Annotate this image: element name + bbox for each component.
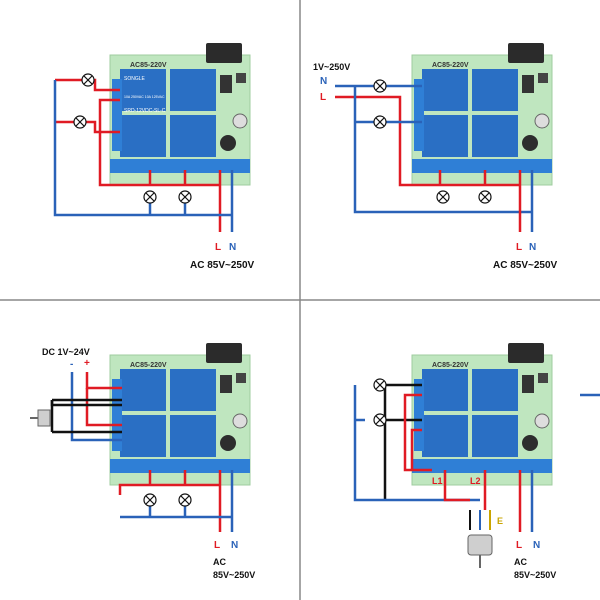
l-terminal-label: L: [516, 540, 522, 551]
n-terminal-label: N: [533, 540, 540, 551]
board-model-label: AC85-220V: [130, 362, 167, 369]
lamp-icon: [436, 190, 450, 204]
lamp-icon: [373, 413, 387, 427]
panel-top-left: AC85-220V SONGLE SRD-12VDC-SL-C 10A 250V…: [53, 42, 255, 271]
ac-voltage-label: 85V~250V: [213, 570, 255, 580]
lamp-icon: [143, 190, 157, 204]
lamp-icon: [143, 493, 157, 507]
n-input-label: N: [320, 76, 327, 87]
panel-bottom-left: AC85-220V DC 1V~24V - + L N AC 85V~250V: [30, 342, 255, 580]
l-terminal-label: L: [516, 242, 522, 253]
board-model-label: AC85-220V: [432, 62, 469, 69]
earth-label: E: [497, 516, 503, 526]
ac-voltage-label: 85V~250V: [514, 570, 556, 580]
ac-supply-label: AC 85V~250V: [493, 260, 558, 271]
motor-icon: [30, 409, 51, 427]
dc-minus-label: -: [70, 359, 73, 370]
panel-bottom-right: AC85-220V L1 L2 E L N AC 85V~250V: [353, 342, 600, 580]
relay-rating-label: 10A 250VAC 10A 125VAC: [124, 95, 165, 99]
n-terminal-label: N: [229, 242, 236, 253]
lamp-icon: [178, 493, 192, 507]
l-input-label: L: [320, 92, 326, 103]
motor-icon: [467, 534, 493, 568]
panel-top-right: AC85-220V 1V~250V N L L N AC 85V~250V: [313, 42, 558, 271]
relay-model-label: SRD-12VDC-SL-C: [124, 108, 166, 114]
dc-plus-label: +: [84, 358, 90, 369]
lamp-icon: [73, 115, 87, 129]
lamp-icon: [373, 115, 387, 129]
ac-supply-label: AC 85V~250V: [190, 260, 255, 271]
lamp-icon: [373, 378, 387, 392]
relay-brand-label: SONGLE: [124, 76, 146, 82]
l2-label: L2: [470, 476, 481, 486]
n-terminal-label: N: [529, 242, 536, 253]
lamp-icon: [178, 190, 192, 204]
n-terminal-label: N: [231, 540, 238, 551]
l1-label: L1: [432, 476, 443, 486]
l-terminal-label: L: [215, 242, 221, 253]
ac-supply-label: AC: [514, 557, 527, 567]
input-voltage-label: 1V~250V: [313, 62, 350, 72]
lamp-icon: [478, 190, 492, 204]
board-model-label: AC85-220V: [130, 62, 167, 69]
dc-supply-label: DC 1V~24V: [42, 347, 90, 357]
board-model-label: AC85-220V: [432, 362, 469, 369]
lamp-icon: [81, 73, 95, 87]
lamp-icon: [373, 79, 387, 93]
ac-supply-label: AC: [213, 557, 226, 567]
l-terminal-label: L: [214, 540, 220, 551]
